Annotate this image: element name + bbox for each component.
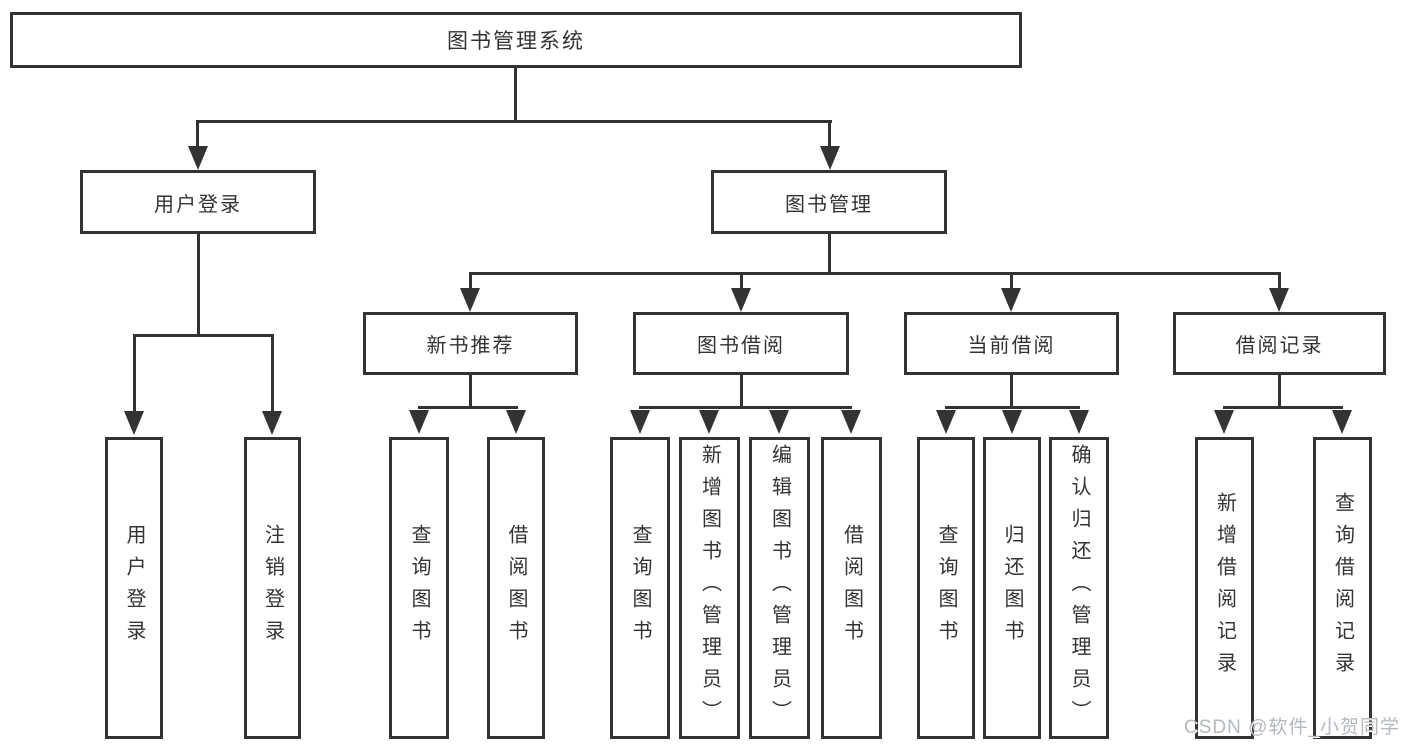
connector-borrow-split [639,406,852,409]
connector-login-split [133,334,274,337]
connector-records-down [1278,375,1281,406]
leaf-label: 借阅图书 [505,524,527,652]
leaf-label: 用户登录 [123,524,145,652]
connector-stub [740,272,743,292]
leaf-label: 确认归还（管理员） [1068,444,1090,732]
node-book-borrow-label: 图书借阅 [697,335,785,357]
leaf-label: 查询借阅记录 [1331,492,1354,684]
connector-recommend-down [469,375,472,406]
leaf-label: 查询图书 [629,524,651,652]
connector-root-split [196,120,832,123]
node-book-management: 图书管理 [711,170,947,234]
connector-login-down [197,234,200,334]
arrowhead-down-icon [124,411,144,435]
connector-mgmt-down [828,234,831,272]
arrowhead-down-icon [506,410,526,434]
arrowhead-down-icon [460,288,480,312]
leaf-current-query-books: 查询图书 [917,437,975,739]
leaf-user-login: 用户登录 [105,437,163,739]
node-book-management-label: 图书管理 [785,193,873,216]
arrowhead-down-icon [409,410,429,434]
connector-stub [1278,272,1281,292]
connector-stub [133,334,136,412]
node-current-borrow: 当前借阅 [904,312,1119,375]
leaf-label: 新增图书（管理员） [698,444,721,732]
arrowhead-down-icon [188,146,208,170]
arrowhead-down-icon [699,410,719,434]
node-user-login-label: 用户登录 [154,193,242,216]
arrowhead-down-icon [820,146,840,170]
connector-stub [1010,272,1013,292]
connector-stub [828,120,831,148]
connector-records-split [1223,406,1343,409]
arrowhead-down-icon [1002,410,1022,434]
arrowhead-down-icon [1001,288,1021,312]
leaf-label: 归还图书 [1001,524,1023,652]
arrowhead-down-icon [630,410,650,434]
node-new-book-recommend: 新书推荐 [363,312,578,375]
connector-stub [271,334,274,412]
arrowhead-down-icon [1332,410,1352,434]
node-new-book-recommend-label: 新书推荐 [426,335,515,357]
node-root: 图书管理系统 [10,12,1022,68]
leaf-recommend-query-books: 查询图书 [389,437,449,739]
leaf-label: 注销登录 [261,524,284,652]
leaf-records-add-record: 新增借阅记录 [1195,437,1254,739]
leaf-borrow-query-books: 查询图书 [610,437,670,739]
leaf-label: 编辑图书（管理员） [768,444,791,732]
arrowhead-down-icon [769,410,789,434]
connector-recommend-split [418,406,518,409]
leaf-recommend-borrow-books: 借阅图书 [487,437,545,739]
leaf-borrow-edit-books-admin: 编辑图书（管理员） [749,437,810,739]
node-user-login: 用户登录 [80,170,316,234]
arrowhead-down-icon [262,411,282,435]
leaf-label: 查询图书 [935,524,957,652]
connector-mgmt-split [469,272,1281,275]
arrowhead-down-icon [1214,410,1234,434]
node-borrow-records: 借阅记录 [1173,312,1386,375]
leaf-current-confirm-return-admin: 确认归还（管理员） [1049,437,1109,739]
leaf-logout: 注销登录 [244,437,301,739]
leaf-records-query-record: 查询借阅记录 [1313,437,1372,739]
arrowhead-down-icon [936,410,956,434]
leaf-borrow-add-books-admin: 新增图书（管理员） [679,437,740,739]
arrowhead-down-icon [1069,410,1089,434]
connector-root-down [514,68,517,120]
arrowhead-down-icon [1269,288,1289,312]
arrowhead-down-icon [731,288,751,312]
leaf-label: 借阅图书 [840,524,863,652]
connector-current-down [1010,375,1013,406]
node-current-borrow-label: 当前借阅 [967,335,1056,357]
connector-stub [196,120,199,148]
connector-current-split [945,406,1080,409]
leaf-current-return-books: 归还图书 [983,437,1041,739]
arrowhead-down-icon [841,410,861,434]
leaf-borrow-borrow-books: 借阅图书 [821,437,882,739]
leaf-label: 新增借阅记录 [1213,492,1236,684]
node-root-label: 图书管理系统 [447,30,585,53]
connector-stub [469,272,472,292]
connector-borrow-down [740,375,743,406]
node-borrow-records-label: 借阅记录 [1235,335,1324,357]
node-book-borrow: 图书借阅 [633,312,849,375]
leaf-label: 查询图书 [408,524,430,652]
